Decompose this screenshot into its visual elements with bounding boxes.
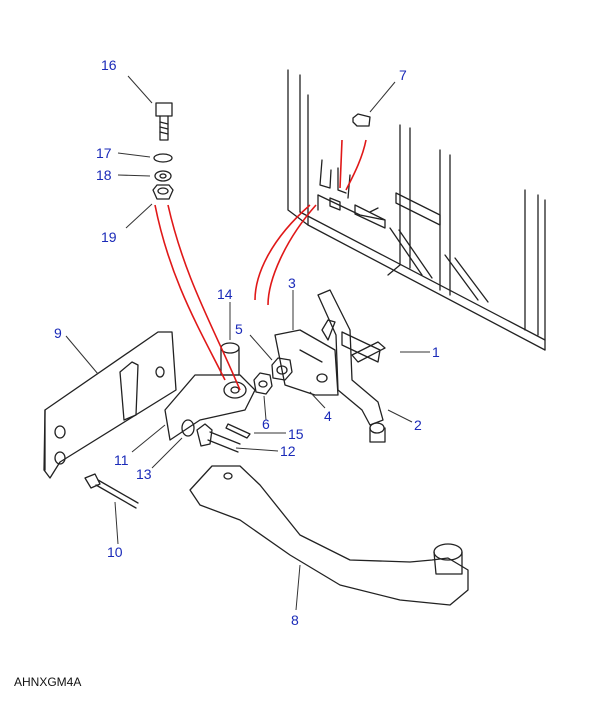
callout-1: 1 bbox=[432, 344, 440, 360]
guide-line-pin-1 bbox=[254, 204, 311, 301]
door-frame bbox=[287, 69, 546, 351]
part-13-washer bbox=[181, 419, 195, 437]
part-5-nut bbox=[271, 357, 293, 381]
callout-labels: 1 2 3 4 5 6 7 8 9 10 11 12 13 14 15 16 1… bbox=[54, 57, 440, 628]
part-8-lower-arm bbox=[189, 465, 469, 606]
callout-18: 18 bbox=[96, 167, 112, 183]
part-1-2-arm bbox=[317, 289, 386, 443]
leader-lines bbox=[65, 75, 430, 611]
guide-line-clip-1 bbox=[339, 139, 343, 189]
part-10-pin bbox=[84, 473, 139, 509]
callout-17: 17 bbox=[96, 145, 112, 161]
part-16-bolt bbox=[155, 102, 173, 141]
part-11-bracket bbox=[164, 374, 256, 441]
callout-6: 6 bbox=[262, 416, 270, 432]
figure-code: AHNXGM4A bbox=[14, 675, 82, 689]
callout-7: 7 bbox=[399, 67, 407, 83]
callout-10: 10 bbox=[107, 544, 123, 560]
part-12-bolt bbox=[196, 423, 241, 453]
guide-line-bolt-right bbox=[167, 204, 241, 391]
callout-5: 5 bbox=[235, 321, 243, 337]
guide-line-bolt-left bbox=[154, 204, 226, 381]
callout-8: 8 bbox=[291, 612, 299, 628]
part-6-nut bbox=[253, 372, 273, 395]
callout-13: 13 bbox=[136, 466, 152, 482]
callout-11: 11 bbox=[114, 452, 129, 468]
callout-3: 3 bbox=[288, 275, 296, 291]
guide-line-pin-2 bbox=[267, 204, 317, 306]
callout-15: 15 bbox=[288, 426, 304, 442]
callout-4: 4 bbox=[324, 408, 332, 424]
part-9-plate bbox=[43, 331, 177, 479]
callout-16: 16 bbox=[101, 57, 117, 73]
part-15-pin bbox=[225, 423, 251, 439]
guide-line-clip-2 bbox=[345, 139, 367, 191]
part-14-pin bbox=[220, 342, 240, 376]
part-19-nut bbox=[152, 184, 174, 200]
callout-14: 14 bbox=[217, 286, 233, 302]
callout-19: 19 bbox=[101, 229, 117, 245]
callout-12: 12 bbox=[280, 443, 296, 459]
part-3-4-bracket bbox=[274, 329, 339, 396]
part-17-washer bbox=[153, 153, 173, 163]
callout-9: 9 bbox=[54, 325, 62, 341]
part-18-washer bbox=[154, 170, 172, 182]
part-18-washer-hole bbox=[159, 173, 167, 179]
callout-2: 2 bbox=[414, 417, 422, 433]
installation-guide-lines bbox=[154, 139, 367, 391]
part-7-clip bbox=[352, 113, 371, 127]
